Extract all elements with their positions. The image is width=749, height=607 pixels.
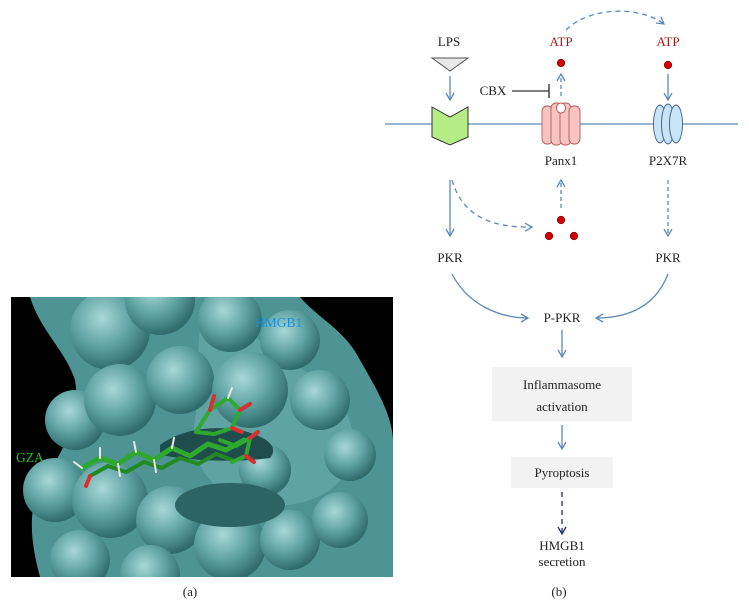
hmgb1-secretion-label-line1: HMGB1 xyxy=(539,538,585,553)
p-pkr-label: P-PKR xyxy=(544,310,581,325)
pkr-right-to-ppkr-arrow xyxy=(594,273,669,323)
atp-right-label: ATP xyxy=(656,34,679,49)
gza-ligand-label: GZA xyxy=(16,450,44,465)
cbx-label: CBX xyxy=(480,83,507,98)
pkr-left-label: PKR xyxy=(437,250,463,265)
inflammasome-label-line1: Inflammasome xyxy=(523,377,601,392)
docking-panel: HMGB1 GZA xyxy=(11,297,393,577)
intracellular-atp-dots xyxy=(544,215,579,241)
atp-left-dot xyxy=(556,58,566,68)
atp-transfer-arrow xyxy=(565,10,666,31)
atp-right-dot xyxy=(663,60,673,70)
inflammasome-box xyxy=(492,367,632,421)
inflammasome-label-line2: activation xyxy=(536,399,588,414)
p2x7r-receptor-icon xyxy=(653,103,683,145)
hmgb1-surface xyxy=(23,297,393,577)
p2x7r-label: P2X7R xyxy=(649,153,688,168)
pkr-left-to-ppkr-arrow xyxy=(451,273,530,323)
receptor-to-atp-arrow xyxy=(451,179,534,232)
hmgb1-protein-label: HMGB1 xyxy=(255,315,302,330)
gza-ligand xyxy=(73,387,260,488)
pkr-right-label: PKR xyxy=(655,250,681,265)
panel-a-caption: (a) xyxy=(183,584,197,599)
pyroptosis-box xyxy=(511,457,613,488)
panel-b-caption: (b) xyxy=(551,584,566,599)
atp-left-label: ATP xyxy=(549,34,572,49)
panx1-label: Panx1 xyxy=(545,153,578,168)
panx1-channel-icon xyxy=(541,102,581,146)
lps-triangle-icon xyxy=(430,57,470,72)
lps-label: LPS xyxy=(438,34,460,49)
pathway-panel: LPS ATP CBX Panx1 ATP P2 xyxy=(385,10,738,569)
hmgb1-secretion-label-line2: secretion xyxy=(539,554,586,569)
pyroptosis-label: Pyroptosis xyxy=(535,465,590,480)
tlr-receptor-icon xyxy=(431,106,469,146)
